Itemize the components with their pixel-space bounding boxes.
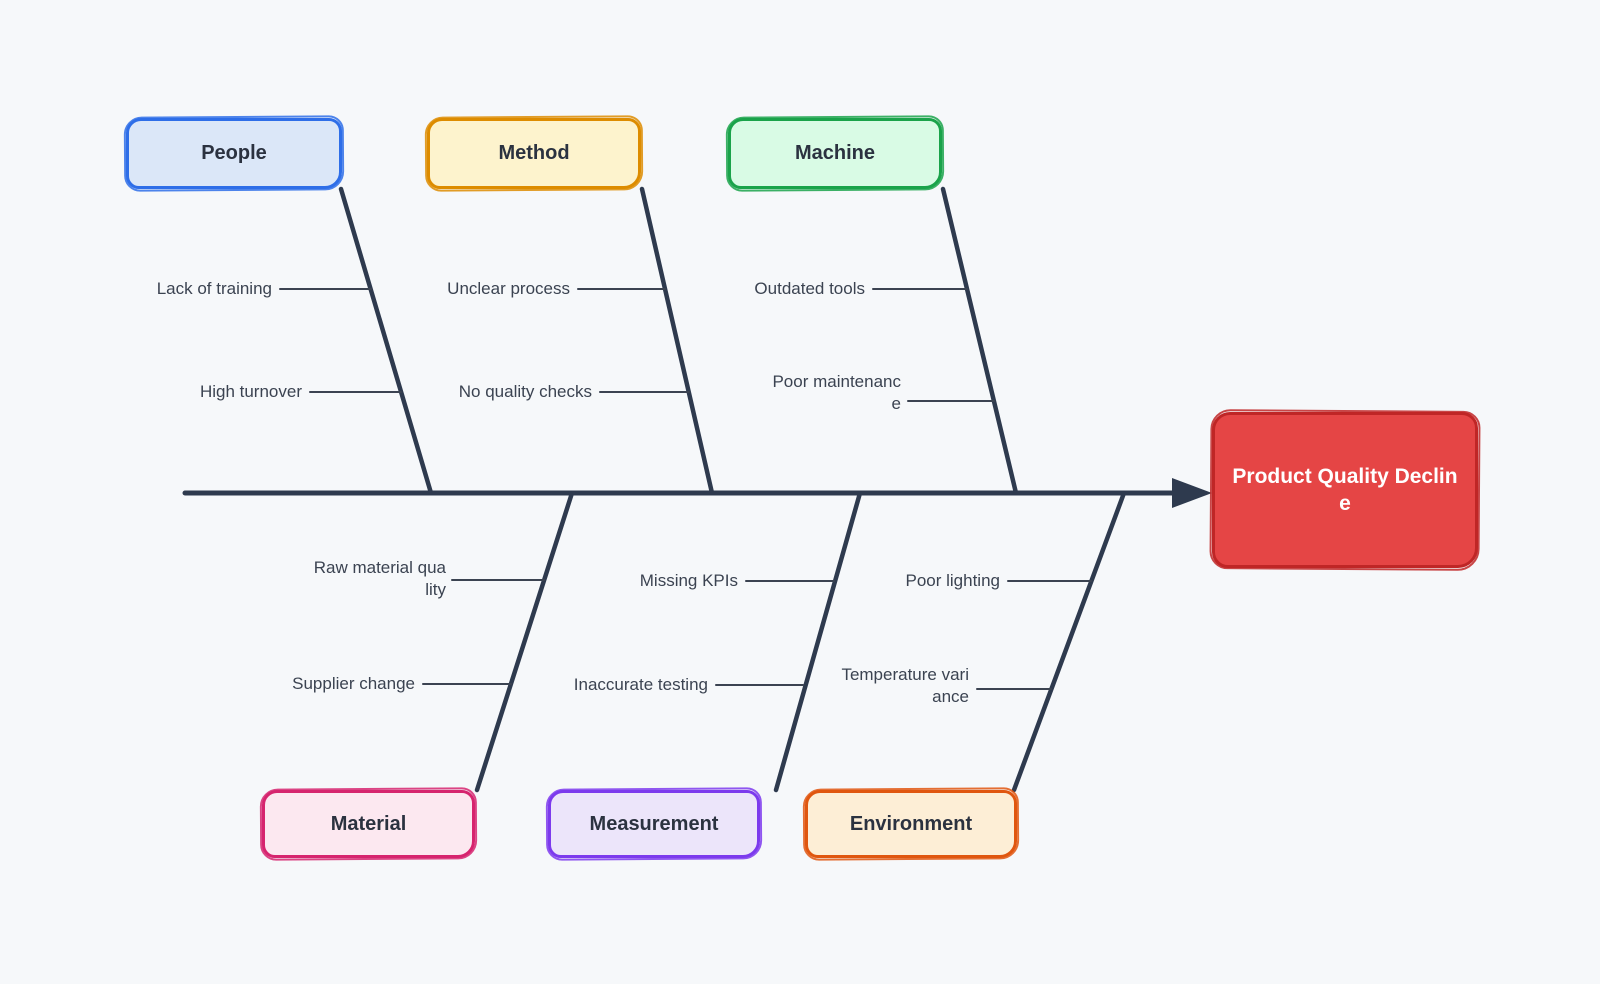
cause-label-no-quality-checks[interactable]: No quality checks bbox=[458, 382, 592, 401]
branch-environment bbox=[1011, 490, 1127, 793]
cause-label-lack-of-training[interactable]: Lack of training bbox=[156, 279, 272, 298]
effect-box[interactable]: Product Quality Declin e bbox=[1212, 412, 1478, 568]
cause-label-unclear-process[interactable]: Unclear process bbox=[447, 279, 570, 298]
category-label-method: Method bbox=[498, 142, 570, 164]
cause-label-poor-lighting[interactable]: Poor lighting bbox=[905, 571, 1000, 590]
category-box-measurement[interactable]: Measurement bbox=[548, 790, 760, 858]
cause-label-missing-kpis[interactable]: Missing KPIs bbox=[639, 571, 738, 590]
branch-method bbox=[639, 186, 715, 496]
cause-label-outdated-tools[interactable]: Outdated tools bbox=[754, 279, 865, 298]
category-box-environment[interactable]: Environment bbox=[805, 790, 1017, 858]
branch-people bbox=[338, 186, 434, 496]
category-label-material: Material bbox=[330, 812, 407, 835]
cause-label-raw-material-quality[interactable]: Raw material qua lity bbox=[313, 558, 446, 599]
effect-label-line-2: e bbox=[1339, 492, 1351, 515]
category-label-people: People bbox=[201, 142, 267, 164]
cause-label-inaccurate-testing[interactable]: Inaccurate testing bbox=[573, 675, 708, 694]
category-box-machine[interactable]: Machine bbox=[728, 118, 942, 189]
cause-label-high-turnover[interactable]: High turnover bbox=[199, 382, 302, 401]
branch-material bbox=[474, 490, 575, 793]
cause-label-supplier-change[interactable]: Supplier change bbox=[292, 674, 415, 693]
branch-measurement bbox=[773, 490, 863, 793]
category-box-method[interactable]: Method bbox=[427, 118, 641, 189]
cause-label-temperature-variance[interactable]: Temperature vari ance bbox=[841, 665, 969, 706]
branch-machine bbox=[940, 186, 1019, 496]
cause-label-poor-maintenance[interactable]: Poor maintenanc e bbox=[772, 372, 901, 413]
category-label-measurement: Measurement bbox=[589, 812, 719, 835]
effect-label-line-1: Product Quality Declin bbox=[1232, 465, 1458, 488]
category-box-people[interactable]: People bbox=[126, 118, 342, 189]
category-box-material[interactable]: Material bbox=[262, 790, 475, 858]
spine-arrowhead-icon bbox=[1172, 478, 1212, 508]
category-label-environment: Environment bbox=[849, 812, 973, 835]
category-label-machine: Machine bbox=[794, 142, 876, 164]
